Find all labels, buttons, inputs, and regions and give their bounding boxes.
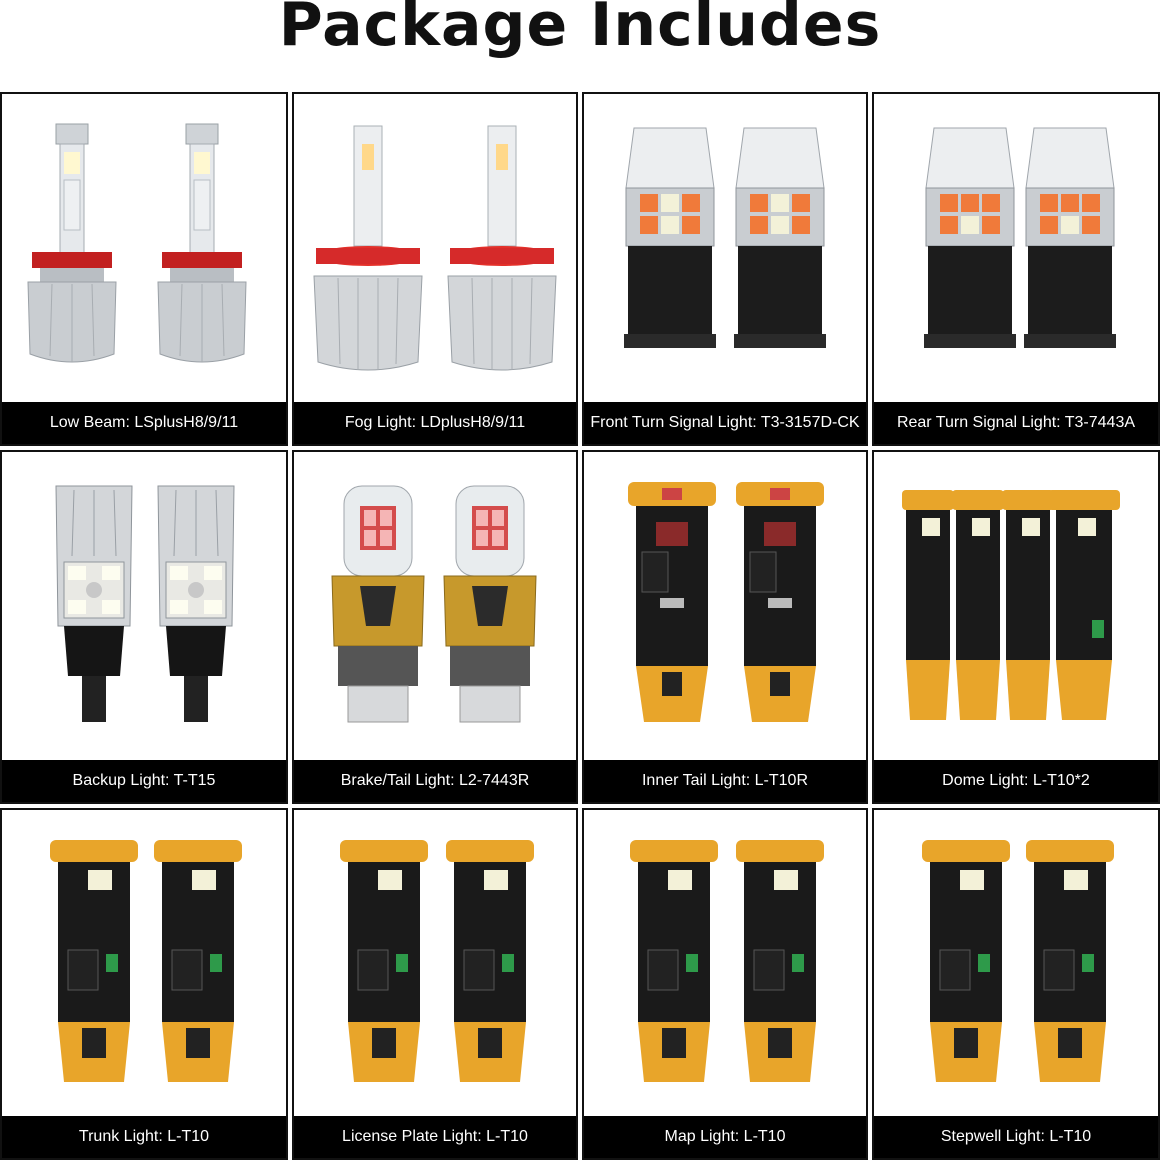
product-caption: Stepwell Light: L-T10 [874,1116,1158,1158]
product-caption: Low Beam: LSplusH8/9/11 [2,402,286,444]
backup-bulb-icon [2,452,286,760]
product-caption: Front Turn Signal Light: T3-3157D-CK [584,402,866,444]
product-card-backup-light: Backup Light: T-T15 [0,450,288,804]
product-card-low-beam: Low Beam: LSplusH8/9/11 [0,92,288,446]
headlight-fan-icon [294,94,576,402]
product-caption: Inner Tail Light: L-T10R [584,760,866,802]
product-caption: Fog Light: LDplusH8/9/11 [294,402,576,444]
product-caption: Backup Light: T-T15 [2,760,286,802]
product-caption: Trunk Light: L-T10 [2,1116,286,1158]
product-card-brake-tail: Brake/Tail Light: L2-7443R [292,450,578,804]
product-card-stepwell-light: Stepwell Light: L-T10 [872,808,1160,1160]
turn-signal-bulb-icon [874,94,1158,402]
product-caption: Dome Light: L-T10*2 [874,760,1158,802]
product-card-inner-tail: Inner Tail Light: L-T10R [582,450,868,804]
product-card-rear-turn-signal: Rear Turn Signal Light: T3-7443A [872,92,1160,446]
wedge-board-icon [874,810,1158,1116]
product-caption: Brake/Tail Light: L2-7443R [294,760,576,802]
product-card-fog-light: Fog Light: LDplusH8/9/11 [292,92,578,446]
product-caption: Map Light: L-T10 [584,1116,866,1158]
turn-signal-bulb-icon [584,94,866,402]
product-card-front-turn-signal: Front Turn Signal Light: T3-3157D-CK [582,92,868,446]
product-card-map-light: Map Light: L-T10 [582,808,868,1160]
product-caption: License Plate Light: L-T10 [294,1116,576,1158]
wedge-board-icon [2,810,286,1116]
brake-bulb-icon [294,452,576,760]
product-card-license-plate: License Plate Light: L-T10 [292,808,578,1160]
product-caption: Rear Turn Signal Light: T3-7443A [874,402,1158,444]
product-card-dome-light: Dome Light: L-T10*2 [872,450,1160,804]
product-card-trunk-light: Trunk Light: L-T10 [0,808,288,1160]
wedge-board-quad-icon [874,452,1158,760]
wedge-board-red-icon [584,452,866,760]
headlight-tall-icon [2,94,286,402]
page-title: Package Includes [278,0,882,60]
wedge-board-icon [294,810,576,1116]
wedge-board-icon [584,810,866,1116]
